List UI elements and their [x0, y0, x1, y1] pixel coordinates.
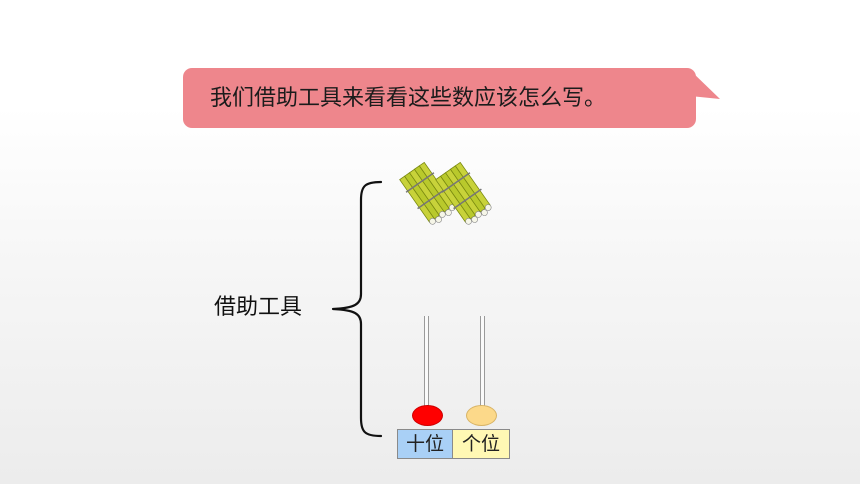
- ones-place-label: 个位: [453, 429, 510, 459]
- stick-bundle-icon: [435, 161, 492, 225]
- abacus-rod-tens: [424, 316, 429, 408]
- speech-bubble: [183, 68, 696, 128]
- tools-label: 借助工具: [214, 295, 303, 320]
- tens-place-label: 十位: [397, 429, 453, 459]
- speech-bubble-text: 我们借助工具来看看这些数应该怎么写。: [210, 86, 607, 111]
- abacus-bead-tens: [412, 405, 443, 426]
- abacus-bead-ones: [466, 405, 497, 426]
- stick-bundles: [399, 161, 492, 225]
- curly-brace: [331, 180, 383, 438]
- stick-bundle-icon: [399, 161, 456, 225]
- abacus-rod-ones: [480, 316, 485, 408]
